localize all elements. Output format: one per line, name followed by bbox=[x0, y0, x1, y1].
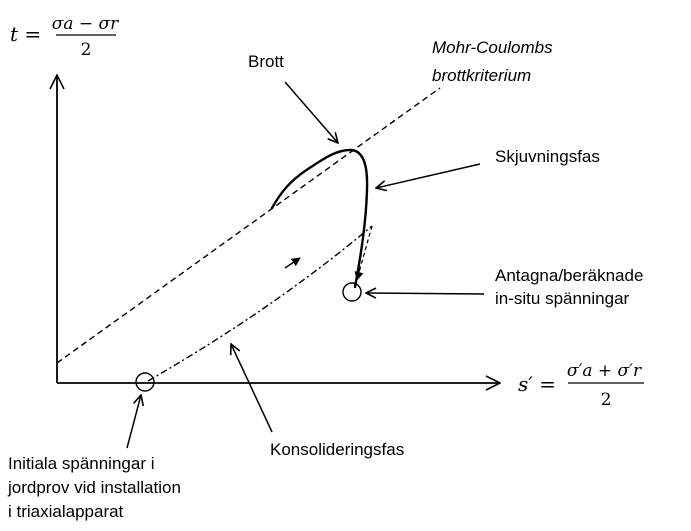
konsolidering-arrow bbox=[231, 344, 273, 433]
in-situ-marker bbox=[342, 282, 362, 302]
initial-label-line1: Initiala spänningar i bbox=[8, 454, 154, 473]
in-situ-label-line1: Antagna/beräknade bbox=[495, 266, 643, 285]
initial-label-line3: i triaxialapparat bbox=[8, 502, 124, 521]
skjuvningsfas-label: Skjuvningsfas bbox=[495, 147, 600, 166]
brott-arrow bbox=[284, 81, 338, 143]
y-formula-lhs: t = bbox=[10, 22, 41, 46]
x-formula-denominator: 2 bbox=[601, 390, 612, 410]
mohr-coulomb-label-line1: Mohr-Coulombs bbox=[432, 38, 553, 57]
x-formula-lhs: s′ = bbox=[518, 372, 556, 396]
consolidation-path-arrow bbox=[284, 257, 301, 269]
initial-label-line2: jordprov vid installation bbox=[7, 478, 181, 497]
mohr-coulomb-label-line2: brottkriterium bbox=[432, 66, 531, 85]
konsolidering-label: Konsolideringsfas bbox=[270, 440, 404, 459]
x-axis-formula: s′ = σ′a + σ′r 2 bbox=[518, 361, 644, 410]
in-situ-label-line2: in-situ spänningar bbox=[495, 289, 630, 308]
y-formula-numerator: σa − σr bbox=[52, 14, 119, 34]
skjuvningsfas-arrow bbox=[376, 163, 481, 188]
initial-state-marker bbox=[135, 372, 155, 392]
mohr-coulomb-line bbox=[56, 87, 441, 364]
consolidation-path bbox=[147, 225, 373, 382]
brott-label: Brott bbox=[248, 52, 284, 71]
x-formula-numerator: σ′a + σ′r bbox=[567, 361, 642, 381]
initial-arrow bbox=[126, 395, 141, 449]
y-formula-denominator: 2 bbox=[81, 40, 92, 60]
in-situ-arrow bbox=[366, 293, 485, 294]
shear-path bbox=[270, 148, 369, 289]
y-axis-formula: t = σa − σr 2 bbox=[10, 14, 119, 60]
